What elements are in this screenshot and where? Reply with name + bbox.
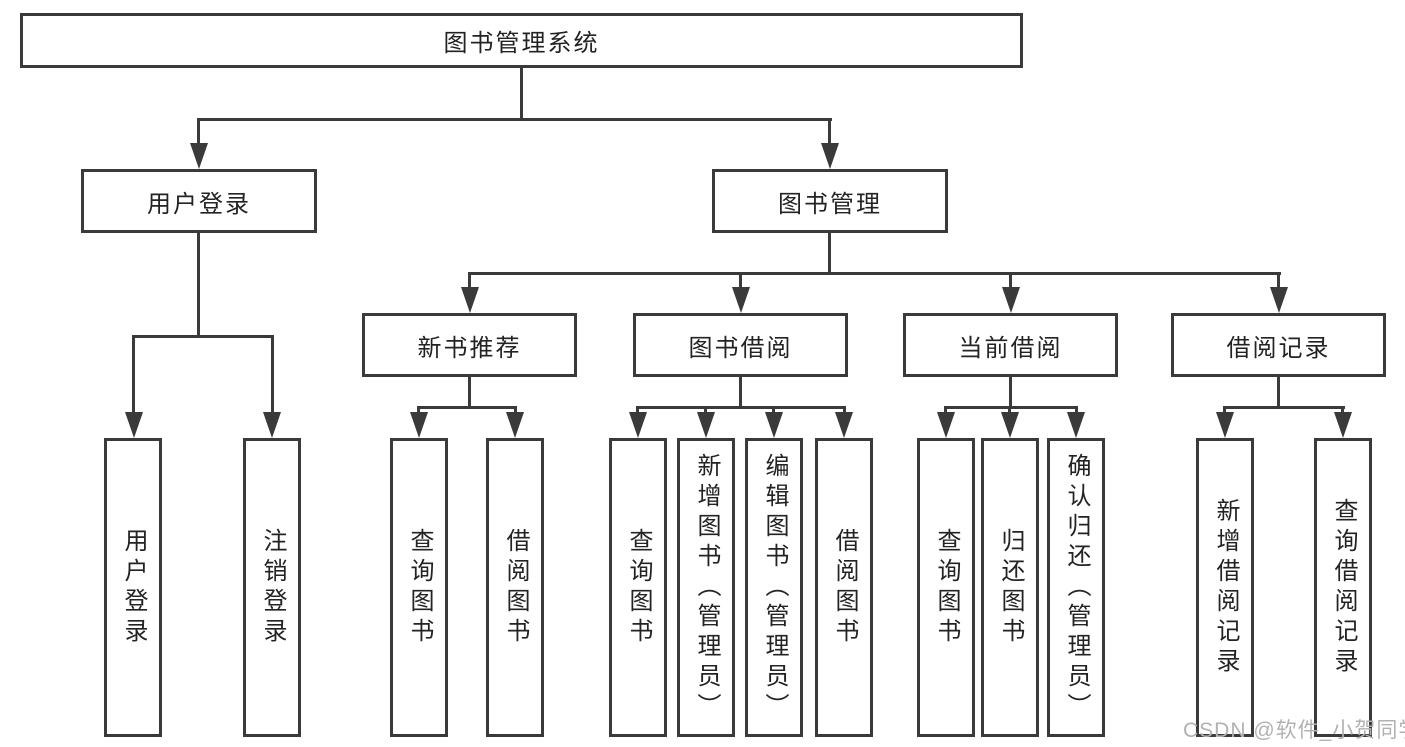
node-book-management: 图书管理: [712, 169, 948, 233]
arrowhead-current-borrowing: [1002, 287, 1020, 313]
arrowhead-new-book-recommendation: [461, 287, 479, 313]
node-leaf-borrow-books-recommend: 借阅图书: [486, 438, 544, 737]
connector-records-trunk: [1277, 375, 1280, 409]
arrowhead-user-login-leaf: [125, 412, 143, 438]
node-book-management-label: 图书管理: [778, 190, 882, 218]
connector-user-login-stem-1: [132, 335, 135, 415]
node-leaf-query-books-current: 查询图书: [917, 438, 975, 737]
node-leaf-add-book-admin-label: 新增图书（管理员）: [693, 452, 720, 723]
node-leaf-query-borrow-record: 查询借阅记录: [1314, 438, 1372, 737]
arrowhead-book-management: [821, 143, 839, 169]
node-new-book-recommendation: 新书推荐: [362, 313, 577, 377]
connector-user-login-trunk: [197, 231, 200, 338]
node-leaf-query-books-recommend: 查询图书: [390, 438, 448, 737]
connector-borrowing-fork: [636, 406, 846, 409]
node-root-label: 图书管理系统: [443, 30, 600, 57]
node-leaf-borrow-books-recommend-label: 借阅图书: [502, 527, 529, 648]
arrowhead-return-books: [1001, 412, 1019, 438]
connector-root-fork: [197, 118, 832, 121]
connector-book-management-fork: [468, 272, 1281, 275]
connector-recommend-trunk: [468, 375, 471, 409]
node-leaf-edit-book-admin: 编辑图书（管理员）: [745, 438, 803, 737]
node-leaf-add-borrow-record-label: 新增借阅记录: [1212, 497, 1239, 678]
node-leaf-confirm-return-admin: 确认归还（管理员）: [1047, 438, 1105, 737]
node-leaf-edit-book-admin-label: 编辑图书（管理员）: [761, 452, 788, 723]
connector-current-fork: [944, 406, 1078, 409]
node-leaf-logout-label: 注销登录: [259, 527, 286, 648]
arrowhead-user-login: [190, 143, 208, 169]
node-leaf-borrow-books-borrowing-label: 借阅图书: [831, 527, 858, 648]
node-user-login: 用户登录: [81, 169, 317, 233]
node-current-borrowing-label: 当前借阅: [958, 334, 1063, 362]
connector-user-login-stem-2: [271, 335, 274, 415]
node-leaf-return-books: 归还图书: [981, 438, 1039, 737]
connector-book-management-trunk: [828, 231, 831, 274]
node-leaf-query-borrow-record-label: 查询借阅记录: [1330, 497, 1357, 678]
connector-bm-stem-4: [1277, 272, 1280, 290]
node-book-borrowing-label: 图书借阅: [688, 334, 793, 362]
connector-root-trunk: [520, 66, 523, 120]
node-borrowing-records-label: 借阅记录: [1226, 334, 1331, 362]
node-leaf-query-books-recommend-label: 查询图书: [406, 527, 433, 648]
node-book-borrowing: 图书借阅: [633, 313, 848, 377]
node-leaf-query-books-current-label: 查询图书: [933, 527, 960, 648]
arrowhead-query-books-current: [937, 412, 955, 438]
node-leaf-confirm-return-admin-label: 确认归还（管理员）: [1063, 452, 1090, 723]
arrowhead-borrowing-records: [1270, 287, 1288, 313]
node-leaf-user-login-label: 用户登录: [120, 527, 147, 648]
node-user-login-label: 用户登录: [147, 190, 251, 218]
node-root: 图书管理系统: [20, 13, 1023, 68]
arrowhead-query-borrow-record: [1334, 412, 1352, 438]
connector-bm-stem-3: [1009, 272, 1012, 290]
node-leaf-borrow-books-borrowing: 借阅图书: [815, 438, 873, 737]
node-leaf-user-login: 用户登录: [104, 438, 162, 737]
arrowhead-edit-book-admin: [765, 412, 783, 438]
connector-current-trunk: [1009, 375, 1012, 409]
connector-bm-stem-2: [739, 272, 742, 290]
node-leaf-query-books-borrowing-label: 查询图书: [625, 527, 652, 648]
node-leaf-add-borrow-record: 新增借阅记录: [1196, 438, 1254, 737]
arrowhead-borrow-books-recommend: [506, 412, 524, 438]
node-new-book-recommendation-label: 新书推荐: [417, 334, 522, 362]
connector-user-login-fork: [132, 335, 274, 338]
arrowhead-borrow-books-borrowing: [835, 412, 853, 438]
node-leaf-add-book-admin: 新增图书（管理员）: [677, 438, 735, 737]
arrowhead-query-books-recommend: [410, 412, 428, 438]
connector-borrowing-trunk: [739, 375, 742, 409]
arrowhead-query-books-borrowing: [629, 412, 647, 438]
connector-recommend-fork: [417, 406, 517, 409]
node-current-borrowing: 当前借阅: [903, 313, 1118, 377]
node-leaf-return-books-label: 归还图书: [997, 527, 1024, 648]
arrowhead-add-borrow-record: [1216, 412, 1234, 438]
connector-root-left-stem: [197, 118, 200, 146]
connector-records-fork: [1223, 406, 1345, 409]
arrowhead-add-book-admin: [697, 412, 715, 438]
arrowhead-logout: [263, 412, 281, 438]
arrowhead-confirm-return-admin: [1067, 412, 1085, 438]
node-borrowing-records: 借阅记录: [1171, 313, 1386, 377]
arrowhead-book-borrowing: [732, 287, 750, 313]
connector-bm-stem-1: [468, 272, 471, 290]
node-leaf-query-books-borrowing: 查询图书: [609, 438, 667, 737]
connector-root-right-stem: [828, 118, 831, 146]
node-leaf-logout: 注销登录: [243, 438, 301, 737]
csdn-watermark: CSDN @软件_小贺同学: [1183, 719, 1405, 742]
